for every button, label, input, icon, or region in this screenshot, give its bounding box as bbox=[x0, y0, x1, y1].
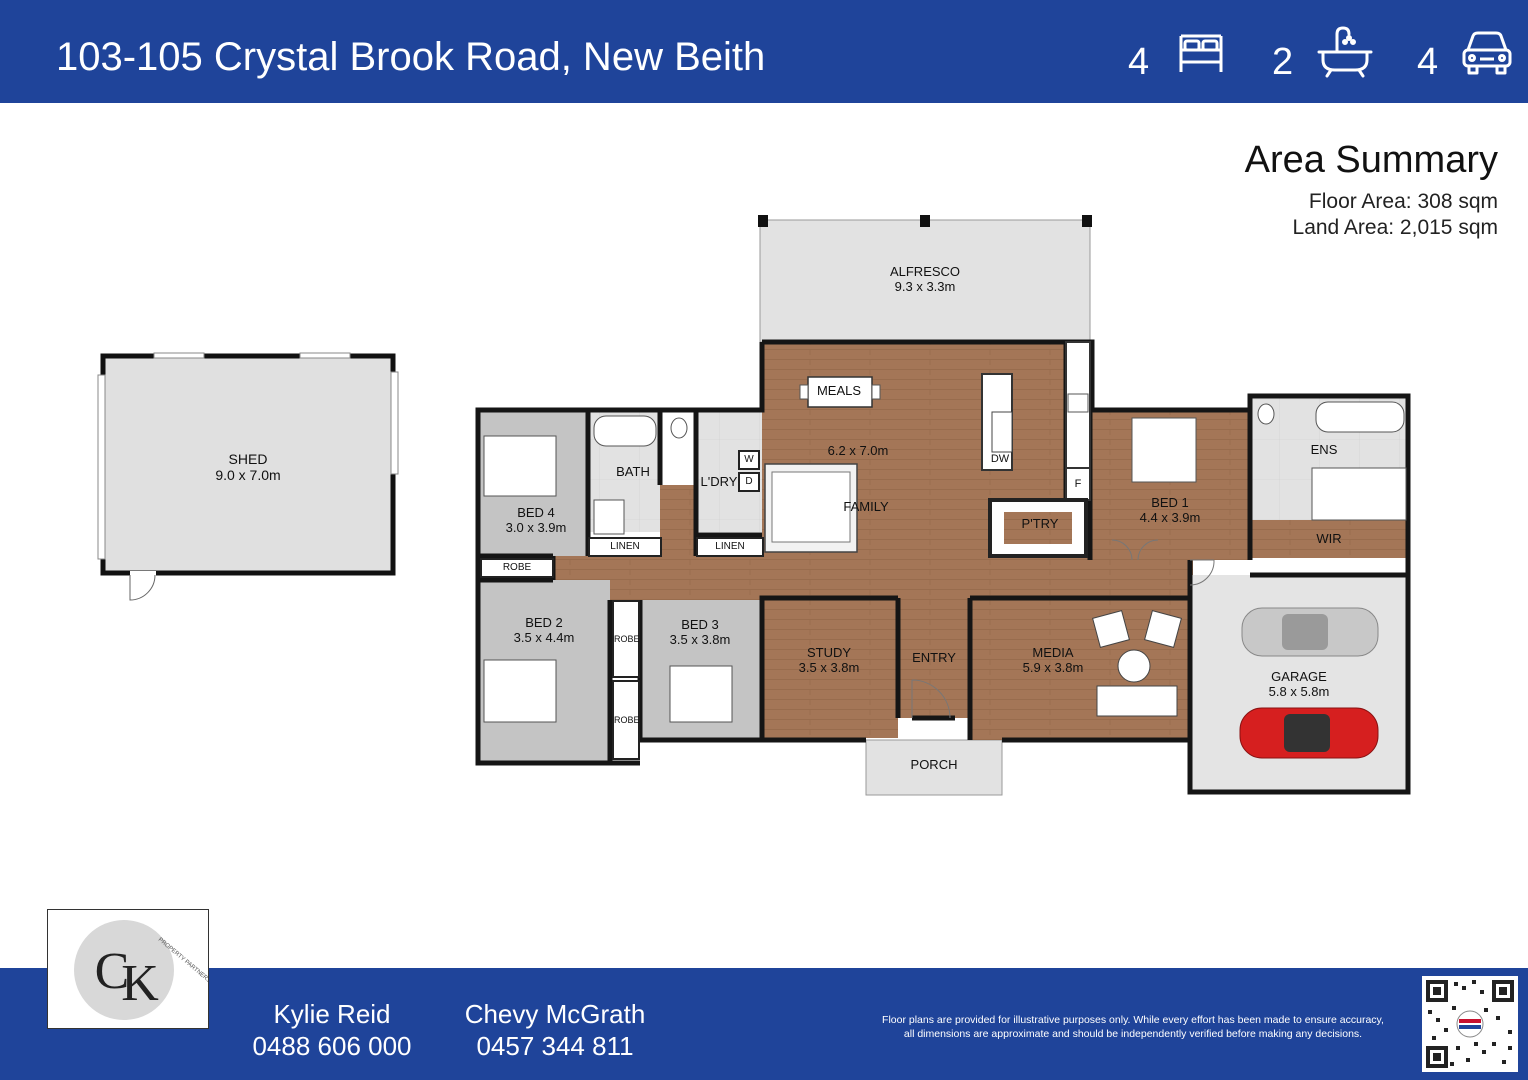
room-name: SHED bbox=[228, 451, 268, 467]
room-name: GARAGE bbox=[1271, 669, 1327, 684]
agent-chevy: Chevy McGrath 0457 344 811 bbox=[460, 998, 650, 1062]
washer-label: W bbox=[738, 450, 760, 470]
bath-icon bbox=[1317, 26, 1373, 78]
room-bed4: BED 4 3.0 x 3.9m bbox=[506, 505, 567, 535]
dryer-label: D bbox=[738, 472, 760, 492]
bath-fixtures-graphic bbox=[593, 401, 1407, 535]
room-wir: WIR bbox=[1316, 531, 1342, 546]
room-dimension: 3.5 x 4.4m bbox=[513, 630, 575, 645]
room-dimension: 3.5 x 3.8m bbox=[669, 632, 731, 647]
room-pantry: P'TRY bbox=[1021, 516, 1059, 531]
room-meals: MEALS bbox=[816, 383, 862, 398]
header-bar: 103-105 Crystal Brook Road, New Beith 4 … bbox=[0, 0, 1528, 103]
room-family: FAMILY bbox=[843, 499, 889, 514]
room-dimension: 3.5 x 3.8m bbox=[798, 660, 860, 675]
robe-bed3: ROBE bbox=[612, 680, 640, 760]
room-name: BED 3 bbox=[681, 617, 719, 632]
room-dimension: 5.8 x 5.8m bbox=[1268, 684, 1330, 699]
agent-phone[interactable]: 0488 606 000 bbox=[252, 1031, 412, 1061]
bedroom-count: 4 bbox=[1128, 41, 1150, 83]
room-bath: BATH bbox=[616, 464, 650, 479]
room-bed2: BED 2 3.5 x 4.4m bbox=[514, 615, 575, 645]
robe-bed2: ROBE bbox=[612, 600, 640, 678]
agent-kylie: Kylie Reid 0488 606 000 bbox=[250, 998, 414, 1062]
qr-pattern bbox=[1426, 980, 1514, 1068]
linen-cupboard-1: LINEN bbox=[588, 537, 662, 557]
logo-emblem: C K PROPERTY PARTNERS bbox=[74, 920, 212, 1020]
dishwasher-label: DW bbox=[990, 453, 1010, 465]
disclaimer-line-2: all dimensions are approximate and shoul… bbox=[903, 1028, 1363, 1040]
media-furniture-graphic bbox=[1092, 610, 1182, 717]
area-summary-title: Area Summary bbox=[1244, 139, 1498, 181]
beds-graphic bbox=[483, 417, 1197, 723]
room-porch: PORCH bbox=[910, 757, 958, 772]
room-name: STUDY bbox=[806, 645, 852, 660]
room-media: MEDIA 5.9 x 3.8m bbox=[1023, 645, 1084, 675]
bathroom-count: 2 bbox=[1272, 41, 1294, 83]
room-dimension: 3.0 x 3.9m bbox=[505, 520, 567, 535]
walls bbox=[475, 339, 1411, 795]
room-alfresco: ALFRESCO 9.3 x 3.3m bbox=[890, 264, 960, 294]
room-garage: GARAGE 5.8 x 5.8m bbox=[1269, 669, 1330, 699]
porch-floor bbox=[865, 739, 1003, 796]
family-sofa-graphic bbox=[764, 463, 858, 553]
agent-name: Chevy McGrath bbox=[464, 999, 646, 1029]
garage-cars-graphic bbox=[1239, 607, 1379, 759]
logo-monogram-c: C bbox=[95, 943, 130, 1000]
qr-code-icon[interactable] bbox=[1422, 976, 1518, 1072]
car-space-count: 4 bbox=[1417, 41, 1439, 83]
room-laundry: L'DRY bbox=[700, 474, 738, 489]
doors bbox=[911, 539, 1215, 719]
room-shed: SHED 9.0 x 7.0m bbox=[215, 451, 280, 483]
floor-area: Floor Area: 308 sqm bbox=[1308, 190, 1498, 213]
room-dimension: 9.3 x 3.3m bbox=[894, 279, 956, 294]
room-study: STUDY 3.5 x 3.8m bbox=[799, 645, 860, 675]
room-name: BED 4 bbox=[517, 505, 555, 520]
logo-monogram-k: K bbox=[121, 955, 159, 1012]
room-bed3: BED 3 3.5 x 3.8m bbox=[670, 617, 731, 647]
room-name: BED 2 bbox=[525, 615, 563, 630]
agent-phone[interactable]: 0457 344 811 bbox=[476, 1031, 634, 1061]
room-name: ALFRESCO bbox=[889, 264, 961, 279]
disclaimer-line-1: Floor plans are provided for illustrativ… bbox=[882, 1014, 1384, 1026]
shed bbox=[97, 352, 399, 601]
room-entry: ENTRY bbox=[912, 650, 956, 665]
linen-cupboard-2: LINEN bbox=[696, 537, 764, 557]
property-address: 103-105 Crystal Brook Road, New Beith bbox=[56, 35, 766, 79]
room-name: MEDIA bbox=[1032, 645, 1074, 660]
fridge-label: F bbox=[1074, 478, 1082, 490]
bed-icon bbox=[1179, 34, 1223, 72]
robe-bed4: ROBE bbox=[480, 558, 554, 578]
footer-bar bbox=[0, 968, 1528, 1080]
room-name: BED 1 bbox=[1151, 495, 1189, 510]
room-ensuite: ENS bbox=[1310, 442, 1338, 457]
room-dimension: 5.9 x 3.8m bbox=[1022, 660, 1084, 675]
family-dimension: 6.2 x 7.0m bbox=[827, 443, 889, 458]
land-area: Land Area: 2,015 sqm bbox=[1292, 216, 1498, 239]
room-dimension: 9.0 x 7.0m bbox=[215, 467, 281, 483]
agent-name: Kylie Reid bbox=[273, 999, 391, 1029]
room-dimension: 4.4 x 3.9m bbox=[1139, 510, 1201, 525]
room-bed1: BED 1 4.4 x 3.9m bbox=[1140, 495, 1201, 525]
agency-logo: C K PROPERTY PARTNERS bbox=[47, 909, 212, 1029]
car-icon bbox=[1462, 31, 1512, 75]
meals-table-graphic bbox=[799, 376, 881, 408]
disclaimer: Floor plans are provided for illustrativ… bbox=[850, 1013, 1416, 1041]
